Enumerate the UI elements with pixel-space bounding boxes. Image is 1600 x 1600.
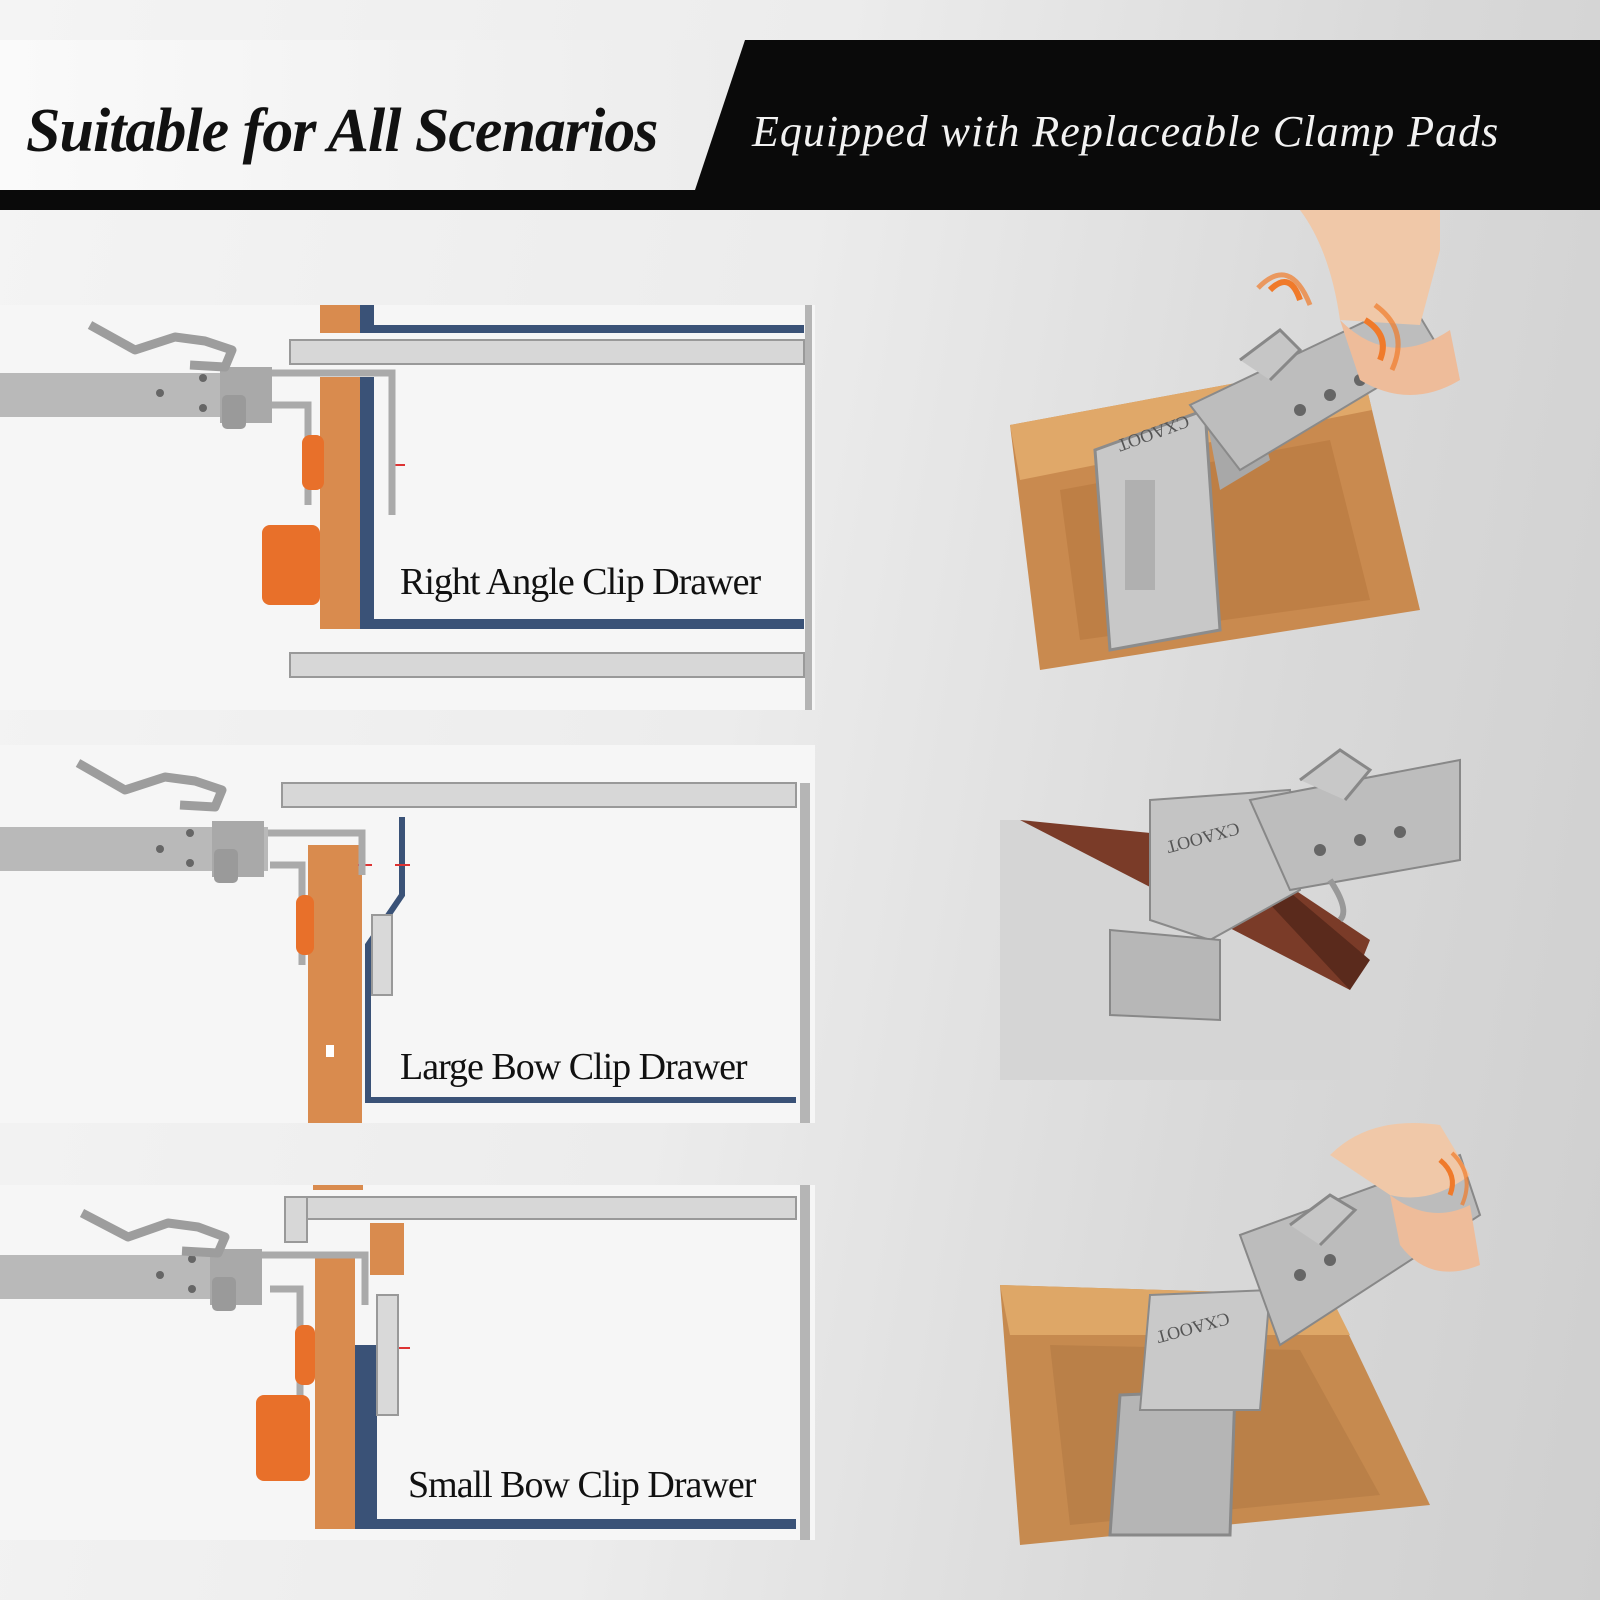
title-replaceable-clamp-pads: Equipped with Replaceable Clamp Pads: [752, 107, 1500, 156]
clamp-photo-2: CXAOOT: [1000, 748, 1461, 1080]
photo-clamp-wood-drawer-1: CXAOOT: [1000, 210, 1480, 670]
small-bow-clip-diagram: [0, 1185, 815, 1540]
diagram-panel-small-bow: Small Bow Clip Drawer: [0, 1185, 820, 1545]
header-banner: Suitable for All Scenarios Equipped with…: [0, 40, 1600, 210]
photo-clamp-mahogany-drawer: CXAOOT: [1000, 740, 1490, 1080]
clamp-photo-1: CXAOOT: [1010, 210, 1460, 670]
photo-clamp-wood-drawer-2: CXAOOT: [1000, 1115, 1500, 1555]
large-bow-clip-diagram: [0, 745, 815, 1123]
caption-large-bow-clip-drawer: Large Bow Clip Drawer: [400, 1046, 748, 1088]
right-angle-clip-diagram: [0, 305, 815, 710]
diagram-panel-right-angle: Right Angle Clip Drawer: [0, 305, 820, 715]
diagram-panel-large-bow: Large Bow Clip Drawer: [0, 745, 820, 1130]
caption-right-angle-clip-drawer: Right Angle Clip Drawer: [400, 561, 761, 603]
title-suitable-for-all-scenarios: Suitable for All Scenarios: [26, 97, 658, 165]
caption-small-bow-clip-drawer: Small Bow Clip Drawer: [408, 1464, 756, 1506]
banner-shape: [0, 40, 1600, 210]
clamp-photo-3: CXAOOT: [1000, 1123, 1482, 1545]
